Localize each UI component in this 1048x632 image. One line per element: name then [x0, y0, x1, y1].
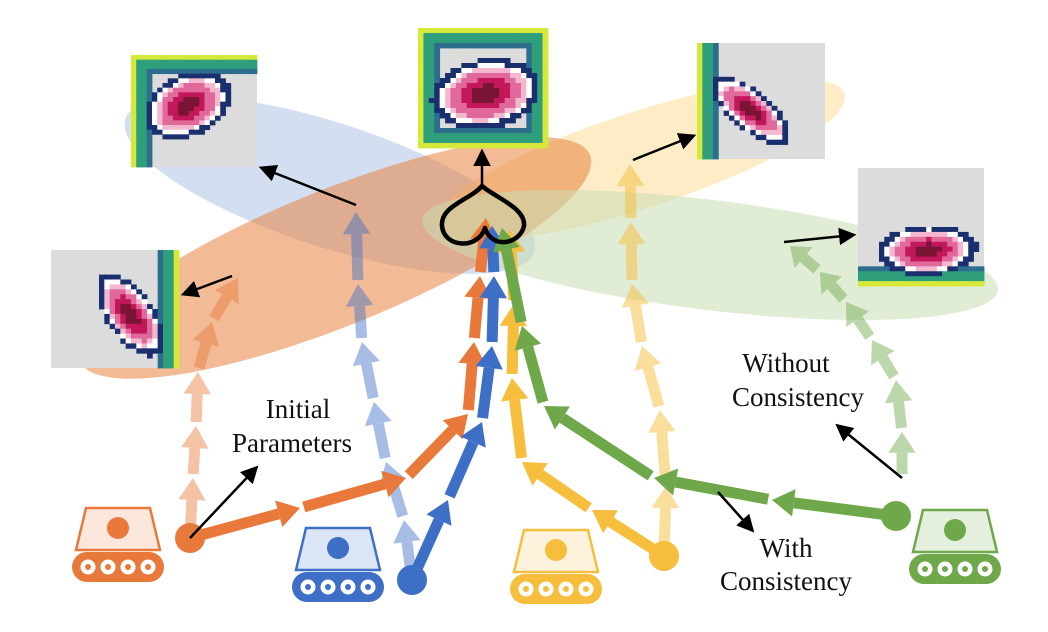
- orange-light-arrow-4: [192, 322, 220, 370]
- orange-solid-arrow-3: [404, 414, 468, 479]
- yellow-solid-arrow-1: [592, 510, 664, 559]
- arrow-with-consistency: [717, 491, 755, 533]
- green-solid-arrow-4: [514, 326, 549, 404]
- consensus-loop: [439, 183, 527, 246]
- arrow-to-orange-heatmap: [180, 274, 233, 298]
- blue-light-arrow-6: [342, 212, 371, 281]
- orange-light-arrow-3: [183, 372, 211, 423]
- arrow-to-green-heatmap: [783, 227, 857, 246]
- yellow-solid-arrow-2: [522, 462, 592, 513]
- blue-light-arrow-4: [352, 342, 380, 400]
- orange-solid-arrow-1: [192, 500, 300, 543]
- blue-light-arrow-3: [364, 402, 392, 460]
- green-light-arrow-3: [871, 340, 899, 380]
- heatmap-consensus: [418, 28, 549, 149]
- label-with-line1: With: [760, 533, 813, 563]
- blue-light-arrow-5: [345, 284, 374, 339]
- label-without-line2: Consistency: [732, 382, 864, 412]
- blue-solid-arrow-4: [479, 276, 508, 343]
- orange-solid-arrow-4: [458, 342, 486, 411]
- blue-solid-arrow-2: [444, 422, 486, 499]
- heatmap-orange-result: [51, 250, 180, 369]
- arrow-to-blue-heatmap: [258, 164, 357, 207]
- yellow-light-arrow-4: [621, 284, 650, 343]
- yellow-light-arrow-5: [617, 222, 646, 281]
- arrow-without-consistency: [835, 423, 903, 479]
- heatmap-layer: [51, 28, 985, 369]
- label-with-line2: Consistency: [720, 566, 852, 596]
- orange-light-arrow-2: [181, 426, 209, 475]
- blue-solid-arrow-3: [475, 346, 503, 419]
- arrow-to-yellow-heatmap: [632, 133, 697, 162]
- yellow-light-arrow-3: [634, 346, 665, 408]
- yellow-start-dot: [649, 541, 679, 571]
- heatmap-green-result: [858, 168, 985, 287]
- orange-solid-arrow-2: [302, 470, 406, 513]
- heatmap-yellow-result: [697, 43, 825, 160]
- arrow-initial-parameters: [189, 465, 259, 539]
- yellow-light-arrow-2: [648, 410, 676, 483]
- label-without-line1: Without: [742, 348, 830, 378]
- heatmap-blue-result: [131, 55, 258, 168]
- green-start-dot: [881, 501, 911, 531]
- yellow-light-arrow-6: [616, 164, 645, 219]
- blue-solid-arrow-1: [408, 500, 452, 579]
- green-light-arrow-5: [820, 272, 848, 303]
- green-light-arrow-2: [884, 380, 913, 429]
- label-initial-line1: Initial: [266, 394, 330, 424]
- robot-green: [909, 508, 1001, 584]
- green-parameter-region: [422, 189, 998, 321]
- green-light-arrow-1: [888, 432, 916, 474]
- green-light-arrow-6: [790, 246, 821, 274]
- yellow-solid-arrow-3: [500, 378, 529, 459]
- green-solid-arrow-1: [772, 489, 893, 521]
- green-light-arrow-4: [846, 302, 875, 340]
- green-solid-arrow-2: [654, 468, 770, 505]
- robot-layer: [72, 506, 1001, 604]
- blue-start-dot: [397, 565, 427, 595]
- robot-yellow: [510, 528, 602, 604]
- label-initial-line2: Parameters: [232, 428, 352, 458]
- green-solid-arrow-3: [544, 406, 654, 481]
- robot-blue: [292, 526, 384, 602]
- orange-light-arrow-5: [209, 278, 239, 322]
- robot-orange: [72, 506, 164, 582]
